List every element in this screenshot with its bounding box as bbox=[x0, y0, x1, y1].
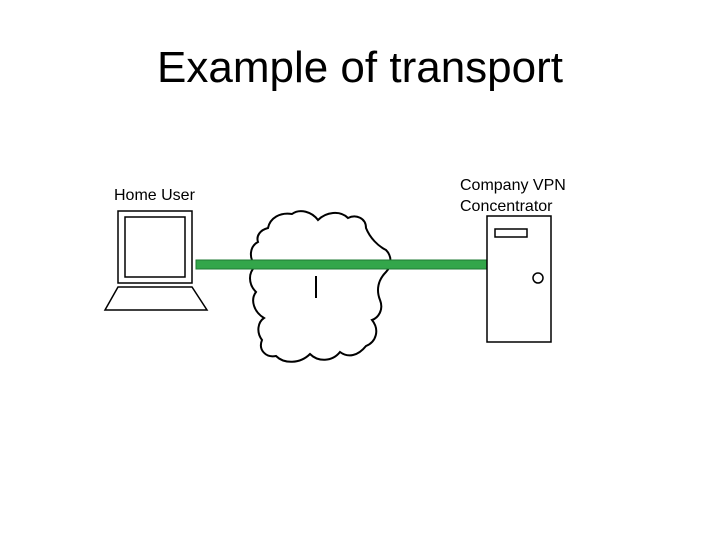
laptop-icon bbox=[103, 210, 209, 311]
laptop-screen-inner bbox=[124, 216, 186, 278]
home-user-label: Home User bbox=[114, 187, 196, 204]
slide-title: Example of transport bbox=[157, 43, 563, 92]
vpn-tunnel-line bbox=[195, 259, 491, 270]
server-power-button bbox=[532, 272, 544, 284]
vpn-label-line1: Company VPN bbox=[460, 177, 566, 194]
server-drive-slot bbox=[494, 228, 528, 238]
server-icon bbox=[486, 215, 552, 343]
vpn-label-line2: Concentrator bbox=[460, 198, 553, 215]
laptop-base bbox=[103, 286, 209, 311]
internet-cloud bbox=[249, 210, 392, 363]
